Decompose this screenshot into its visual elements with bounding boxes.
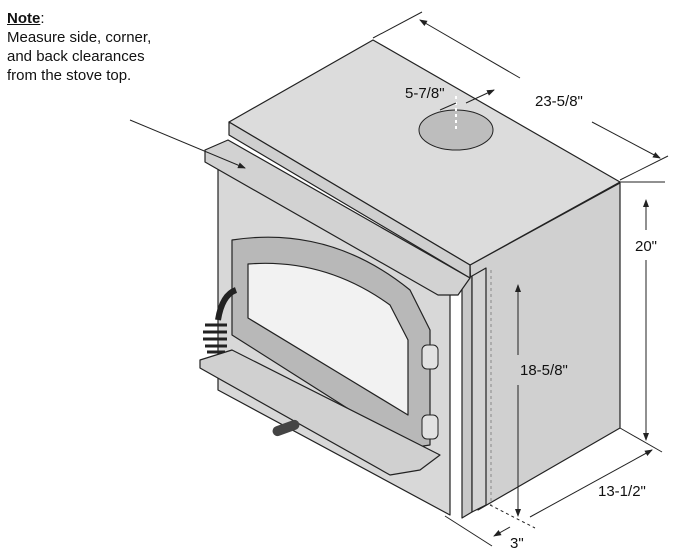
ash-lip bbox=[199, 349, 441, 476]
side-shield bbox=[461, 275, 473, 519]
note-title: Note bbox=[7, 10, 41, 27]
note-line-3: from the stove top. bbox=[7, 67, 132, 84]
dim-height: 20" bbox=[635, 238, 657, 255]
side-shield-panel bbox=[471, 267, 487, 513]
dim-side-depth: 13-1/2" bbox=[598, 483, 646, 500]
note-line-2: and back clearances bbox=[7, 48, 145, 65]
dim-side-gap: 3" bbox=[510, 535, 524, 552]
handle-spring bbox=[203, 323, 227, 354]
front-trim bbox=[204, 139, 471, 296]
note-line-1: Measure side, corner, bbox=[7, 29, 152, 46]
air-control bbox=[272, 419, 300, 437]
hinge-top bbox=[421, 344, 439, 370]
dim-side-height: 18-5/8" bbox=[520, 362, 568, 379]
dim-depth-top: 23-5/8" bbox=[535, 93, 583, 110]
dim-flue-offset: 5-7/8" bbox=[405, 85, 445, 102]
hinge-bottom bbox=[421, 414, 439, 440]
clearance-arrow bbox=[129, 119, 246, 169]
door-handle-icon bbox=[215, 287, 238, 321]
clearance-note: Note: Measure side, corner, and back cle… bbox=[7, 10, 152, 84]
door-glass bbox=[247, 262, 409, 416]
